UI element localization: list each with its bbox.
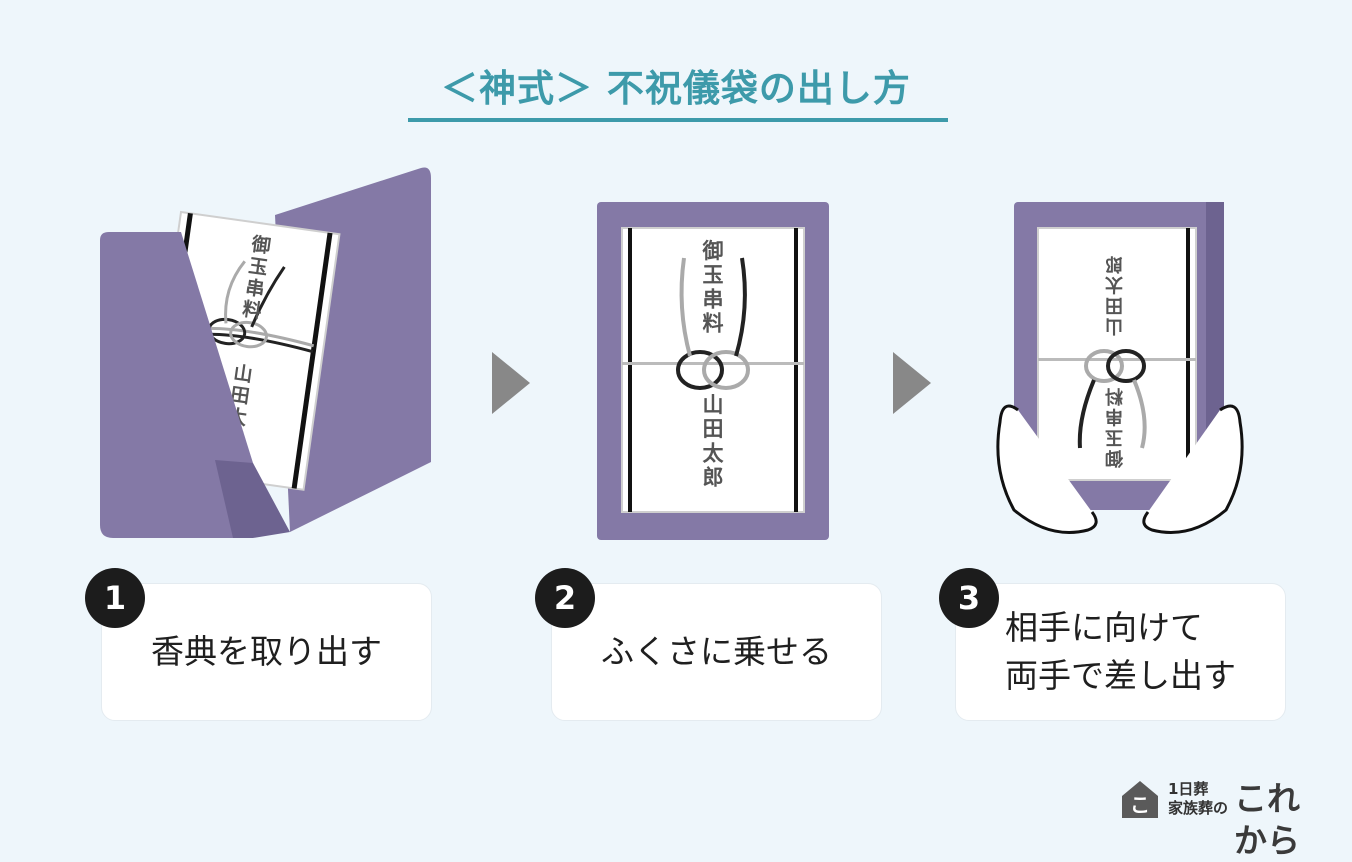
step-3-line-1: 相手に向けて xyxy=(1005,608,1203,647)
step-1-card: 香典を取り出す xyxy=(101,583,432,721)
fukusa-fold xyxy=(215,460,253,538)
step-2-line-1: ふくさに乗せる xyxy=(601,632,832,671)
envelope-name-text: 山田太郎 xyxy=(703,393,725,489)
koden-envelope: 御玉串料 山田太郎 xyxy=(621,227,805,513)
envelope-purpose-text: 御玉串料 xyxy=(240,232,272,322)
step-2-badge: 2 xyxy=(535,568,595,628)
illustration-on-fukusa: 御玉串料 山田太郎 xyxy=(597,202,829,540)
step-3-badge: 3 xyxy=(939,568,999,628)
envelope-purpose-text-upside-down: 御玉串料 xyxy=(1105,385,1124,469)
next-arrow-1 xyxy=(492,352,530,414)
illustration-take-out-envelope: 御玉串料 山田太郎 xyxy=(100,167,431,538)
brand-logo: こ 1日葬 家族葬の これから xyxy=(1120,778,1330,860)
step-1-badge: 1 xyxy=(85,568,145,628)
right-hand xyxy=(1142,404,1244,534)
logo-brand-name: これから xyxy=(1234,779,1300,860)
logo-line-1: 1日葬 xyxy=(1168,780,1209,798)
step-3-line-2: 両手で差し出す xyxy=(1005,656,1236,695)
fukusa-front-panel xyxy=(100,232,253,538)
page-title: ＜神式＞ 不祝儀袋の出し方 xyxy=(441,67,911,110)
koden-envelope: 御玉串料 山田太郎 xyxy=(1037,227,1197,481)
logo-line-2: 家族葬の xyxy=(1168,799,1229,817)
step-1-line-1: 香典を取り出す xyxy=(151,632,382,671)
envelope-purpose-text: 御玉串料 xyxy=(702,239,724,335)
svg-text:こ: こ xyxy=(1130,793,1150,817)
illustration-present-with-hands: 御玉串料 山田太郎 xyxy=(996,202,1244,534)
step-3-card: 相手に向けて 両手で差し出す xyxy=(955,583,1286,721)
step-2-card: ふくさに乗せる xyxy=(551,583,882,721)
left-hand xyxy=(996,404,1098,534)
house-logo-icon: こ xyxy=(1122,781,1158,818)
envelope-name-text-upside-down: 山田太郎 xyxy=(1104,253,1123,336)
next-arrow-2 xyxy=(893,352,931,414)
title-underline xyxy=(408,118,948,122)
